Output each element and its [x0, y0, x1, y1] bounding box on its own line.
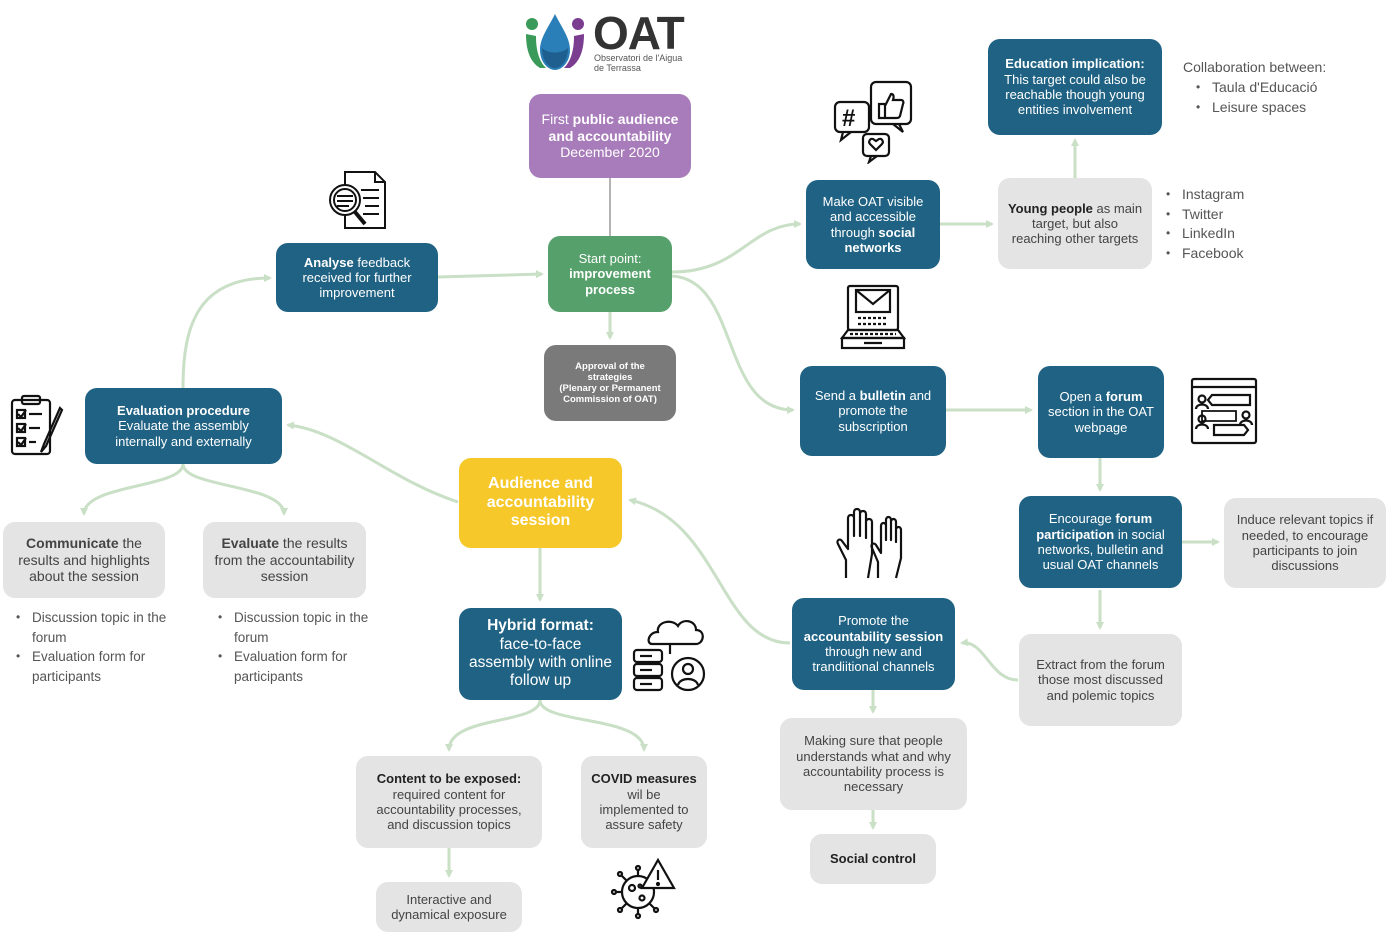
young-people-node: Young people as main target, but also re… — [998, 178, 1152, 269]
connector-extract-to-promote — [960, 638, 1019, 682]
evaluate-results-node: Evaluate the results from the accountabi… — [203, 522, 366, 598]
extract-topics-node: Extract from the forum those most discus… — [1019, 634, 1182, 726]
approval-node: Approval of the strategies (Plenary or P… — [544, 345, 676, 421]
checklist-icon — [10, 394, 64, 456]
audience-session-node: Audience and accountability session — [459, 458, 622, 548]
connector-eval-to-evaluate — [181, 463, 288, 516]
interactive-exposure-node: Interactive and dynamical exposure — [376, 882, 522, 932]
content-exposed-node: Content to be exposed: required content … — [356, 756, 542, 848]
send-bulletin-node: Send a bulletin and promote the subscrip… — [800, 366, 946, 456]
list-item: Discussion topic in the forum — [14, 608, 174, 647]
induce-topics-node: Induce relevant topics if needed, to enc… — [1224, 498, 1386, 588]
logo-subtitle: Observatori de l'Aigua de Terrassa — [594, 53, 683, 73]
forum-icon — [1190, 377, 1258, 445]
virus-warning-icon — [610, 857, 676, 920]
connector-hybrid-to-covid — [538, 699, 648, 752]
connector-start-to-bulletin — [671, 274, 795, 414]
education-implication-node: Education implication: This target could… — [988, 39, 1162, 135]
social-networks-list: Instagram Twitter LinkedIn Facebook — [1164, 185, 1284, 263]
connector-promote-to-audience — [628, 497, 791, 645]
connector-audience-to-eval — [286, 421, 459, 504]
connector-hybrid-to-content — [445, 699, 542, 752]
svg-text:#: # — [842, 105, 855, 132]
list-item: Leisure spaces — [1194, 98, 1364, 118]
list-item: LinkedIn — [1164, 224, 1284, 244]
covid-measures-node: COVID measures wil be implemented to ass… — [581, 756, 707, 848]
document-search-icon — [329, 171, 386, 229]
raised-hands-icon — [836, 507, 903, 579]
analyse-feedback-node: Analyse feedback received for further im… — [276, 243, 438, 312]
list-item: Instagram — [1164, 185, 1284, 205]
promote-session-node: Promote the accountability session throu… — [792, 598, 955, 690]
list-item: Discussion topic in the forum — [216, 608, 376, 647]
encourage-forum-node: Encourage forum participation in social … — [1019, 496, 1182, 588]
collaboration-list: Taula d'Educació Leisure spaces — [1194, 78, 1364, 117]
connector-eval-to-analyse — [181, 274, 272, 389]
list-item: Facebook — [1164, 244, 1284, 264]
open-forum-node: Open a forum section in the OAT webpage — [1038, 366, 1164, 458]
list-item: Taula d'Educació — [1194, 78, 1364, 98]
list-item: Evaluation form for participants — [216, 647, 376, 686]
social-media-icon: # — [833, 80, 913, 164]
list-item: Evaluation form for participants — [14, 647, 174, 686]
communicate-results-node: Communicate the results and highlights a… — [3, 522, 165, 598]
collaboration-title: Collaboration between: — [1183, 59, 1327, 75]
list-item: Twitter — [1164, 205, 1284, 225]
connector-start-to-visible — [671, 220, 802, 274]
connector-analyse-to-start — [437, 270, 544, 279]
make-oat-visible-node: Make OAT visible and accessible through … — [806, 180, 940, 269]
evaluation-procedure-node: Evaluation procedure Evaluate the assemb… — [85, 388, 282, 464]
logo-text: OAT — [593, 7, 685, 59]
start-point-node: Start point: improvement process — [548, 236, 672, 312]
social-control-node: Social control — [810, 834, 936, 884]
cloud-server-user-icon — [632, 620, 706, 692]
hybrid-format-node: Hybrid format: face-to-face assembly wit… — [459, 608, 622, 700]
connector-eval-to-communicate — [80, 463, 185, 516]
water-drop-people-logo-icon — [526, 14, 584, 70]
laptop-mail-icon — [840, 284, 906, 350]
communicate-items-list: Discussion topic in the forum Evaluation… — [14, 608, 174, 686]
evaluate-items-list: Discussion topic in the forum Evaluation… — [216, 608, 376, 686]
making-sure-node: Making sure that people understands what… — [780, 718, 967, 810]
first-public-audience-node: First public audience and accountability… — [529, 94, 691, 178]
